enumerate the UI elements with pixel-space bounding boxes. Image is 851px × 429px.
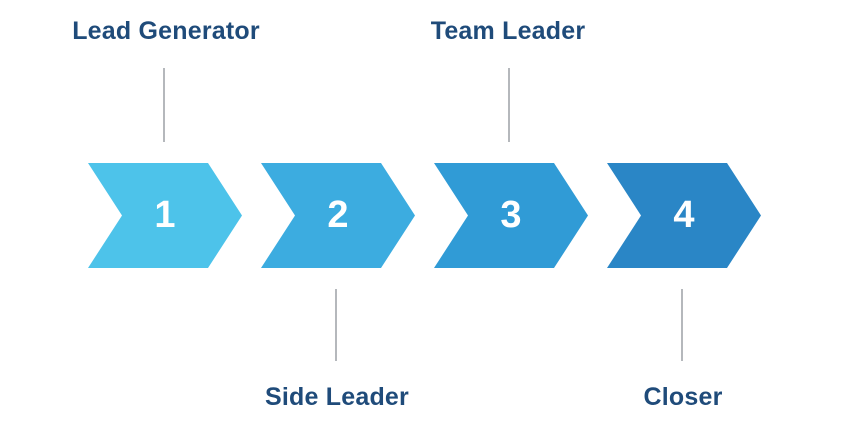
step-1-number: 1 xyxy=(154,194,176,236)
step-3-chevron-fill xyxy=(434,163,588,268)
step-3-connector xyxy=(508,68,510,142)
step-4-chevron-shape xyxy=(607,163,761,268)
step-1-chevron: 1 xyxy=(88,163,242,268)
step-1-connector xyxy=(163,68,165,142)
step-4-chevron-fill xyxy=(607,163,761,268)
step-4-connector xyxy=(681,289,683,361)
step-1-chevron-shape xyxy=(88,163,242,268)
step-2-number: 2 xyxy=(327,194,349,236)
step-2-label: Side Leader xyxy=(265,383,409,411)
step-2-chevron-fill xyxy=(261,163,415,268)
step-1-chevron-fill xyxy=(88,163,242,268)
step-4-label: Closer xyxy=(643,383,723,411)
step-4-number: 4 xyxy=(673,194,695,236)
step-3-label: Team Leader xyxy=(430,17,586,45)
step-2-connector xyxy=(335,289,337,361)
step-4-chevron: 4 xyxy=(607,163,761,268)
step-1-label: Lead Generator xyxy=(72,17,260,45)
step-2-chevron: 2 xyxy=(261,163,415,268)
step-3-chevron-shape xyxy=(434,163,588,268)
step-3-number: 3 xyxy=(500,194,522,236)
step-2-chevron-shape xyxy=(261,163,415,268)
step-3-chevron: 3 xyxy=(434,163,588,268)
